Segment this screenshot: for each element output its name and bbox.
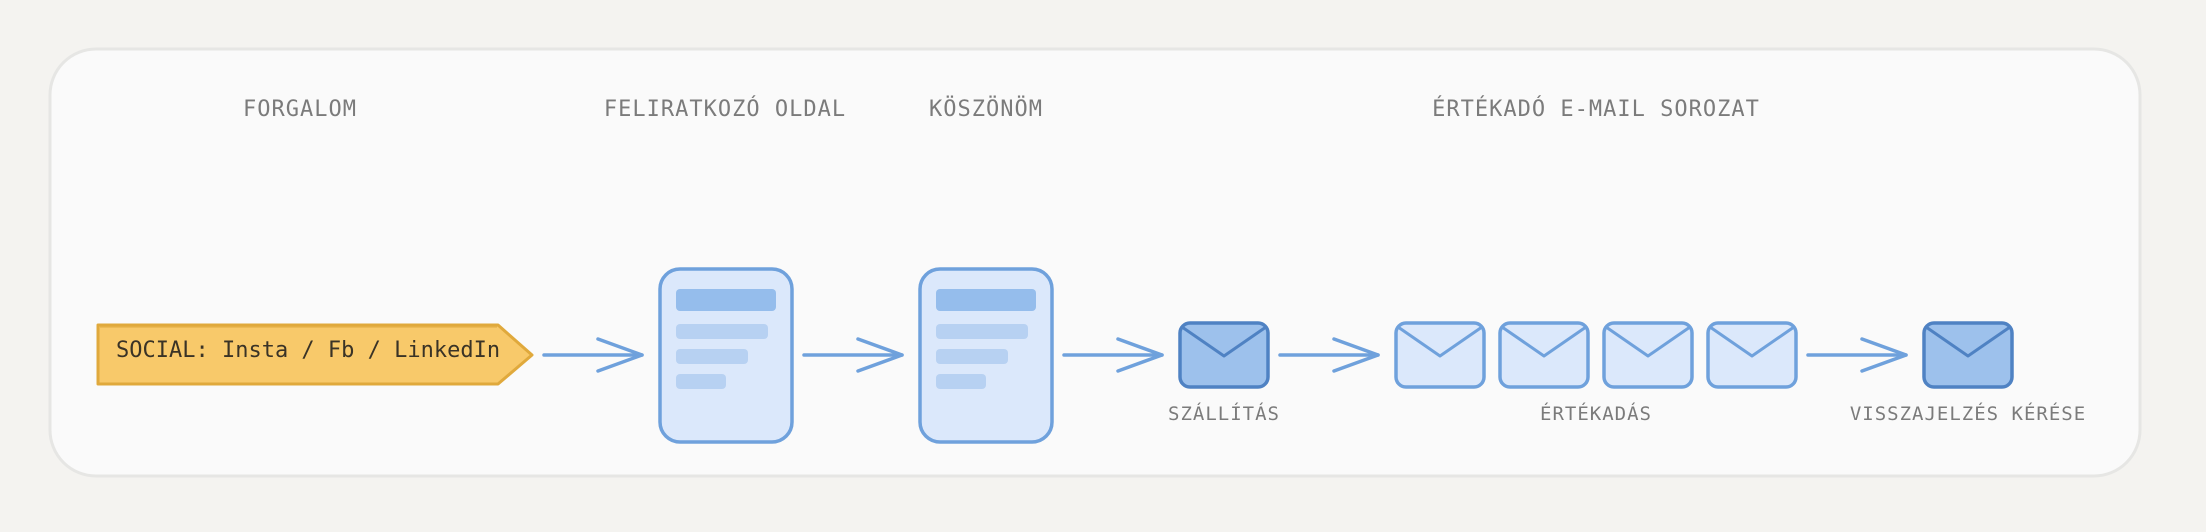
stage-header-thank-you: KÖSZÖNÖM bbox=[929, 97, 1043, 122]
arrow-value-to-feedback bbox=[1806, 337, 1908, 373]
diagram-frame bbox=[48, 47, 2142, 478]
stage-header-signup-page: FELIRATKOZÓ OLDAL bbox=[603, 97, 847, 122]
stage-header-traffic: FORGALOM bbox=[243, 97, 357, 122]
arrow-traffic-to-signup bbox=[542, 337, 644, 373]
arrow-signup-to-thankyou bbox=[802, 337, 904, 373]
delivery-label: SZÁLLÍTÁS bbox=[1168, 403, 1280, 425]
envelope-icon bbox=[1706, 321, 1798, 389]
value-label: ÉRTÉKADÁS bbox=[1540, 403, 1652, 425]
stage-header-value-series: ÉRTÉKADÓ E-MAIL SOROZAT bbox=[1432, 97, 1760, 122]
social-source-tag bbox=[96, 323, 534, 386]
envelope-icon bbox=[1922, 321, 2014, 389]
social-source-label: SOCIAL: Insta / Fb / LinkedIn bbox=[116, 338, 501, 363]
envelope-icon bbox=[1498, 321, 1590, 389]
envelope-icon bbox=[1602, 321, 1694, 389]
page-icon bbox=[918, 267, 1054, 444]
feedback-label: VISSZAJELZÉS KÉRÉSE bbox=[1849, 403, 2087, 425]
arrow-delivery-to-value bbox=[1278, 337, 1380, 373]
envelope-icon bbox=[1394, 321, 1486, 389]
page-icon bbox=[658, 267, 794, 444]
arrow-thankyou-to-delivery bbox=[1062, 337, 1164, 373]
envelope-icon bbox=[1178, 321, 1270, 389]
